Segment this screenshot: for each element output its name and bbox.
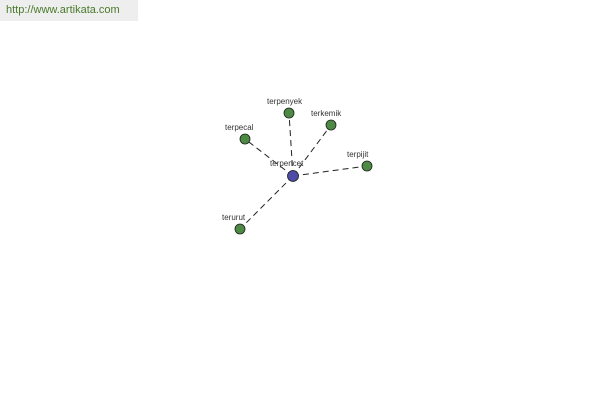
site-url-link[interactable]: http://www.artikata.com — [6, 4, 120, 16]
edge-terpecal — [244, 138, 294, 177]
url-banner: http://www.artikata.com — [0, 0, 138, 21]
node-terpijit[interactable] — [361, 160, 373, 172]
graph-nodes — [234, 107, 373, 235]
node-label-center[interactable]: terpencet — [270, 159, 304, 168]
edge-terpenyek — [288, 112, 294, 177]
node-label-terurut[interactable]: terurut — [222, 213, 246, 222]
node-label-terpecal[interactable]: terpecal — [225, 123, 254, 132]
node-terpenyek[interactable] — [283, 107, 295, 119]
edge-terkemik — [292, 124, 332, 177]
node-terurut[interactable] — [234, 223, 246, 235]
node-terpecal[interactable] — [239, 133, 251, 145]
node-label-terkemik[interactable]: terkemik — [311, 109, 342, 118]
graph-edges — [239, 112, 368, 230]
graph-labels: terpenyek terkemik terpecal terpijit terurut… — [222, 97, 369, 222]
edge-terpijit — [292, 165, 368, 177]
node-terkemik[interactable] — [325, 119, 337, 131]
node-center[interactable] — [287, 170, 299, 182]
edge-terurut — [239, 175, 294, 230]
node-label-terpijit[interactable]: terpijit — [347, 150, 369, 159]
node-label-terpenyek[interactable]: terpenyek — [267, 97, 303, 106]
